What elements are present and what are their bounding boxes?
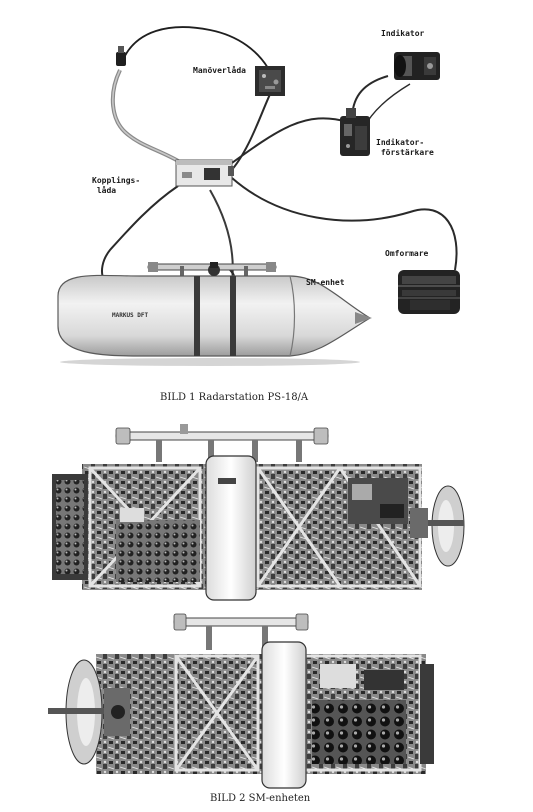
label-indikator-forstarkare: Indikator- förstärkare (376, 138, 434, 157)
figure-1-radar-station (57, 26, 460, 366)
indicator-amplifier-unit (340, 108, 370, 156)
label-sm-enhet: SM-enhet (306, 278, 345, 287)
control-box (255, 66, 285, 96)
figure-2-sm-unit-bottom (48, 613, 434, 789)
junction-box (175, 159, 234, 187)
converter-unit (398, 270, 460, 314)
sm-unit-pod (57, 262, 372, 366)
label-omformare: Omformare (385, 249, 429, 258)
label-kopplingslada: Kopplings- låda (92, 176, 141, 195)
figure-2-caption: BILD 2 SM-enheten (210, 793, 311, 804)
label-indikator: Indikator (381, 29, 425, 38)
figure-2-sm-unit-top (52, 424, 465, 601)
figure-1-caption: BILD 1 Radarstation PS-18/A (160, 392, 309, 403)
label-manoverlada: Manöverlåda (193, 66, 246, 75)
pod-stencil-text: MARKUS DFT (112, 312, 149, 319)
indicator-unit (394, 52, 440, 80)
cable-plug (116, 46, 126, 66)
